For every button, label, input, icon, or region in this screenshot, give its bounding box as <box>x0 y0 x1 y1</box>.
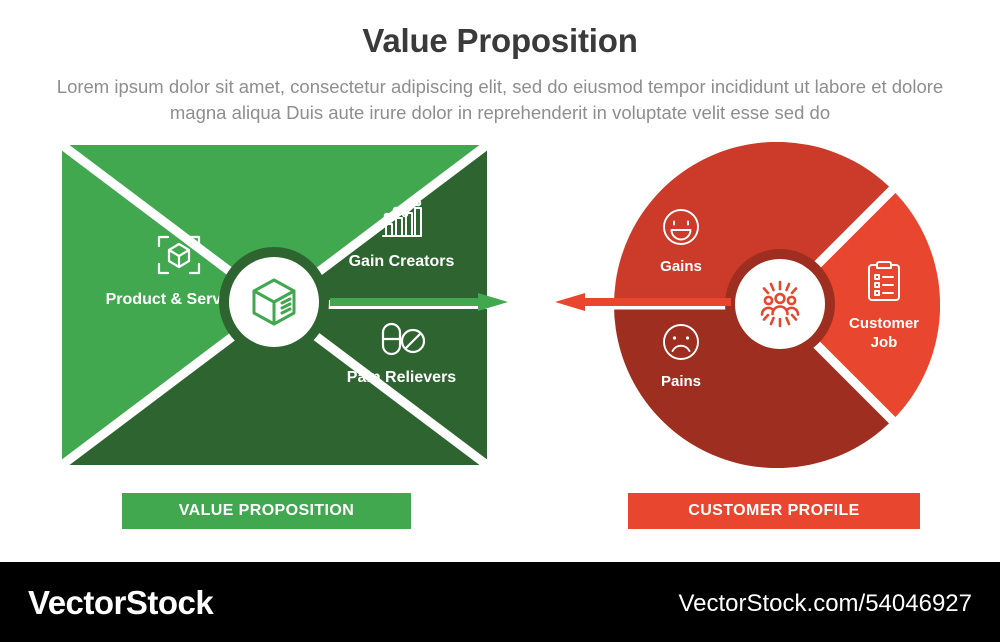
bar-chart-growth-icon <box>381 199 422 237</box>
watermark-footer: VectorStock VectorStock.com/54046927 <box>0 562 1000 642</box>
value-proposition-banner[interactable]: VALUE PROPOSITION <box>122 493 411 529</box>
customer-profile-center-disc <box>735 259 825 349</box>
cp-item-gains[interactable]: Gains <box>633 207 729 276</box>
value-proposition-center-medallion[interactable] <box>219 247 329 357</box>
sector-customer-job <box>777 189 940 421</box>
customer-profile-banner[interactable]: CUSTOMER PROFILE <box>628 493 920 529</box>
cp-item-pains[interactable]: Pains <box>633 322 729 391</box>
arrow-right-green <box>330 293 508 311</box>
cp-item-label: Customer Job <box>848 315 919 351</box>
arrow-left-red <box>555 293 731 311</box>
vp-item-pain-relievers[interactable]: Pain Relievers <box>314 320 487 387</box>
vp-item-label: Gain Creators <box>348 253 455 270</box>
box-icon <box>252 278 296 326</box>
vp-item-label: Pain Relievers <box>346 369 457 386</box>
smiley-happy-icon <box>663 209 699 245</box>
page-title: Value Proposition <box>362 22 638 59</box>
value-proposition-banner-label: VALUE PROPOSITION <box>178 502 355 519</box>
smiley-sad-icon <box>663 324 699 360</box>
people-group-icon <box>760 280 800 328</box>
vp-item-label: Product & Services <box>105 291 253 308</box>
vp-item-gain-creators[interactable]: Gain Creators <box>314 199 487 271</box>
sector-gains-main <box>614 142 893 305</box>
scan-cube-icon <box>157 235 201 275</box>
vp-item-product-services[interactable]: Product & Services <box>104 233 254 310</box>
page-subtitle: Lorem ipsum dolor sit amet, consectetur … <box>56 76 944 123</box>
value-proposition-center-disc <box>229 257 319 347</box>
cp-item-label: Gains <box>660 258 702 275</box>
cp-item-label: Pains <box>660 373 702 390</box>
cp-item-customer-job[interactable]: Customer Job <box>836 258 932 352</box>
vectorstock-url: VectorStock.com/54046927 <box>678 590 972 617</box>
customer-profile-center-medallion[interactable] <box>725 249 835 359</box>
diagram-stage: Value Proposition Lorem ipsum dolor sit … <box>56 22 944 529</box>
pills-icon <box>381 322 425 356</box>
customer-profile-banner-label: CUSTOMER PROFILE <box>688 502 860 519</box>
clipboard-checklist-icon <box>868 261 900 301</box>
vectorstock-logo: VectorStock <box>28 584 214 621</box>
